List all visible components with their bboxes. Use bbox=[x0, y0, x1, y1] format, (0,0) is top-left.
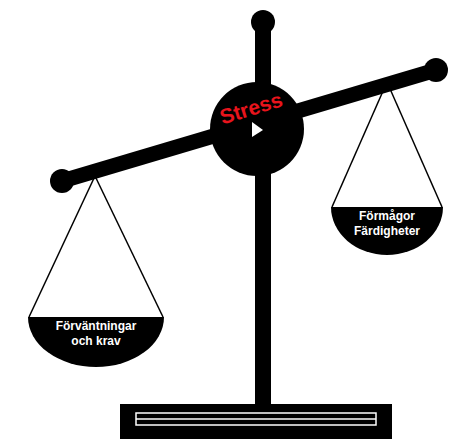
scale-base bbox=[120, 404, 392, 439]
pan-label: Förväntningar och krav bbox=[48, 319, 144, 349]
scale-pan: Förmågor Färdigheter bbox=[331, 207, 443, 255]
post-knob bbox=[251, 10, 275, 34]
pointer-triangle bbox=[252, 122, 263, 137]
scale-post bbox=[255, 22, 271, 408]
pan-string bbox=[387, 82, 442, 207]
base-line bbox=[136, 418, 376, 420]
scale-beam bbox=[62, 70, 436, 181]
stress-circle: Stress bbox=[210, 82, 304, 176]
pan-string bbox=[95, 176, 163, 317]
beam-knob bbox=[424, 58, 448, 82]
pan-string bbox=[29, 176, 95, 317]
base-lines bbox=[136, 413, 376, 425]
pan-bowl bbox=[331, 207, 443, 255]
pan-label: Förmågor Färdigheter bbox=[347, 209, 427, 239]
scale-pan: Förväntningar och krav bbox=[28, 317, 164, 367]
hub-circle bbox=[210, 82, 304, 176]
pan-string bbox=[332, 82, 387, 207]
pan-bowl bbox=[28, 317, 164, 367]
beam-knob bbox=[50, 169, 74, 193]
